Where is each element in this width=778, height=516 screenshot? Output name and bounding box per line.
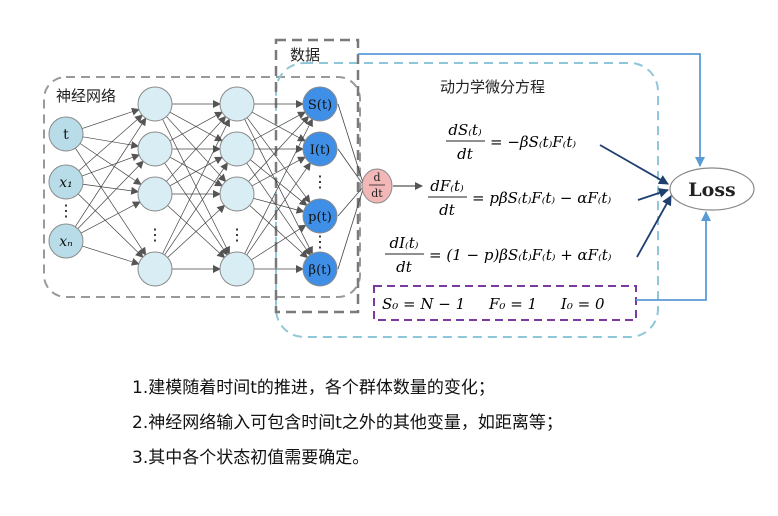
- network-edge: [250, 159, 308, 206]
- network-edge: [246, 117, 311, 204]
- network-edge: [169, 111, 223, 142]
- input-node: [48, 164, 84, 200]
- network-edge: [82, 245, 140, 266]
- note-3: 3.其中各个状态初值需要确定。: [132, 448, 370, 468]
- loss-node: [669, 167, 755, 211]
- network-edge: [251, 224, 307, 261]
- network-edge: [246, 162, 311, 256]
- svg-text:= pβS₍t₎F₍t₎ − αF₍t₎: = pβS₍t₎F₍t₎ − αF₍t₎: [472, 189, 611, 207]
- output-node-label: I(t): [310, 143, 331, 158]
- eq1-to-loss-arrow: [599, 144, 669, 185]
- svg-text:dt: dt: [396, 258, 413, 276]
- equation-3: dI₍t₎ dt = (1 − p)βS₍t₎F₍t₎ + αF₍t₎: [385, 234, 612, 276]
- network-edge: [77, 160, 144, 230]
- network-edge: [166, 115, 227, 182]
- neural-network-box: [43, 76, 361, 298]
- network-edge: [81, 153, 140, 177]
- network-edge: [82, 136, 140, 149]
- input-node-label: t: [63, 127, 69, 143]
- output-node: [302, 86, 338, 122]
- hidden-node-layer-1: [137, 131, 173, 167]
- network-edge: [167, 204, 226, 258]
- input-ellipsis: ⋮: [58, 201, 74, 220]
- svg-text:dF₍t₎: dF₍t₎: [430, 177, 464, 195]
- network-edge: [75, 148, 147, 256]
- input-node-label: x₁: [59, 175, 73, 191]
- output-node: [302, 131, 338, 167]
- output-node-label: p(t): [308, 210, 332, 225]
- hidden-ellipsis: ⋮: [147, 225, 163, 244]
- pinn-diagram: 神经网络 数据 动力学微分方程 t x₁ ⋮ xₙ ⋮ ⋮ S(t) I(t) ⋮ p(t) ⋮ β(…: [43, 38, 755, 338]
- network-edge: [164, 162, 228, 256]
- hidden-node-layer-1: [137, 251, 173, 287]
- network-edge: [74, 117, 147, 227]
- output-node: [302, 251, 338, 287]
- svg-text:dI₍t₎: dI₍t₎: [390, 234, 419, 252]
- data-label: 数据: [290, 46, 320, 64]
- initial-conditions-box: [373, 285, 637, 321]
- equation-1: dS₍t₎ dt = −βS₍t₎F₍t₎: [446, 121, 576, 163]
- eq2-to-loss-arrow: [637, 188, 669, 201]
- data-box: [274, 38, 360, 314]
- hidden-node-layer-2: [219, 176, 255, 212]
- output-to-derivative-lines: [337, 103, 365, 270]
- network-edge: [81, 107, 140, 129]
- network-edge: [244, 118, 313, 254]
- note-2: 2.神经网络输入可包含时间t之外的其他变量，如距离等；: [132, 413, 563, 433]
- hidden-ellipsis: ⋮: [229, 225, 245, 244]
- network-edge: [253, 198, 305, 214]
- equation-2: dF₍t₎ dt = pβS₍t₎F₍t₎ − αF₍t₎: [428, 177, 611, 219]
- initial-to-loss-arrow: [636, 211, 711, 301]
- hidden-node-layer-1: [137, 86, 173, 122]
- derivative-numerator: d: [373, 171, 380, 184]
- output-node-label: S(t): [308, 98, 332, 113]
- network-nodes: t x₁ ⋮ xₙ ⋮ ⋮ S(t) I(t) ⋮ p(t) ⋮ β(t): [48, 86, 338, 287]
- network-edge: [251, 111, 306, 142]
- network-edge: [82, 183, 140, 195]
- input-node: [48, 116, 84, 152]
- input-node: [48, 223, 84, 259]
- eq3-to-loss-arrow: [636, 195, 672, 258]
- derivative-denominator: dt: [371, 187, 383, 200]
- network-edge: [248, 115, 310, 182]
- loss-label: Loss: [688, 179, 735, 201]
- derivative-node: [361, 168, 393, 204]
- initial-conditions: S₀ = N − 1 F₀ = 1 I₀ = 0: [382, 295, 605, 313]
- svg-text:dS₍t₎: dS₍t₎: [448, 121, 482, 139]
- network-edge: [251, 156, 306, 187]
- network-edge: [80, 201, 141, 234]
- network-edge: [78, 114, 143, 172]
- svg-text:dt: dt: [457, 145, 474, 163]
- output-node: [302, 198, 338, 234]
- hidden-node-layer-2: [219, 131, 255, 167]
- network-edge: [79, 143, 142, 186]
- input-node-label: xₙ: [59, 234, 73, 250]
- network-edge: [249, 205, 309, 259]
- svg-text:dt: dt: [439, 201, 456, 219]
- output-node-label: β(t): [309, 263, 332, 278]
- dynamics-label: 动力学微分方程: [440, 78, 545, 96]
- notes-list: 1.建模随着时间t的推进，各个群体数量的变化； 2.神经网络输入可包含时间t之外…: [132, 378, 563, 483]
- output-ellipsis: ⋮: [312, 232, 328, 251]
- network-edge: [169, 156, 223, 187]
- network-edge: [162, 118, 230, 254]
- svg-text:= (1 − p)βS₍t₎F₍t₎ + αF₍t₎: = (1 − p)βS₍t₎F₍t₎ + αF₍t₎: [429, 246, 612, 264]
- hidden-node-layer-1: [137, 176, 173, 212]
- hidden-node-layer-2: [219, 86, 255, 122]
- svg-text:= −βS₍t₎F₍t₎: = −βS₍t₎F₍t₎: [490, 133, 576, 151]
- data-to-loss-arrow: [358, 53, 705, 167]
- network-edge: [77, 193, 144, 258]
- network-connections: [74, 100, 313, 273]
- note-1: 1.建模随着时间t的推进，各个群体数量的变化；: [132, 378, 495, 398]
- hidden-node-layer-2: [219, 251, 255, 287]
- output-ellipsis: ⋮: [312, 172, 328, 191]
- neural-network-label: 神经网络: [56, 87, 116, 105]
